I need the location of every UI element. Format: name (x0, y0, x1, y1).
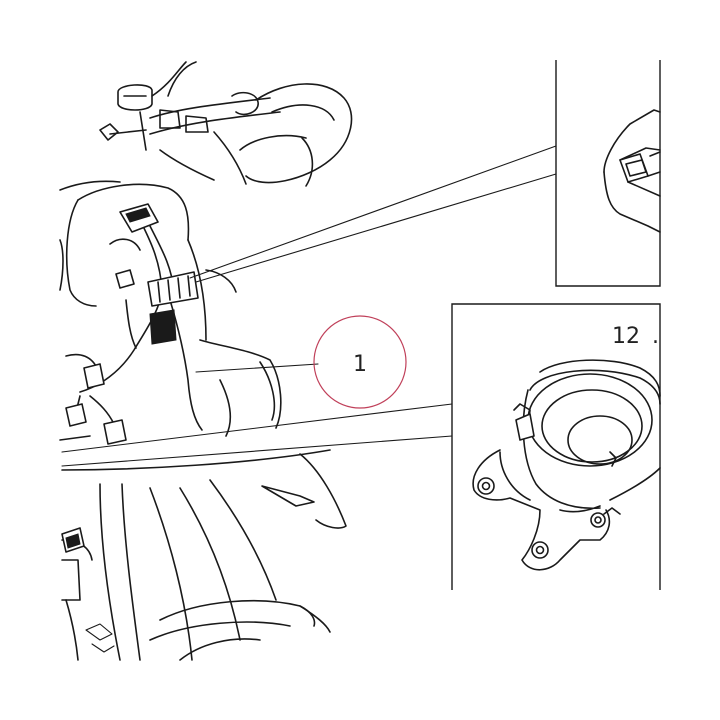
callout-circle (313, 315, 407, 409)
inset-flange-detail: 12 . (451, 303, 661, 590)
inset-label-fragment: . (652, 324, 659, 349)
leader-line-upper-b (195, 173, 557, 283)
wiring-harness (61, 203, 203, 553)
leader-line-upper-a (189, 145, 557, 279)
front-fairing (59, 180, 347, 661)
callout-1-label: 1 (353, 352, 367, 377)
leader-line-lower-b (61, 435, 453, 467)
leader-line-lower-a (61, 403, 453, 453)
inset-label-12: 12 (612, 324, 640, 349)
callout-1: 1 (313, 315, 407, 409)
inset-connector-detail (555, 60, 661, 287)
callout-1-leader (195, 363, 319, 373)
motorcycle-main-view (59, 61, 557, 661)
handlebar-assembly (99, 61, 353, 187)
